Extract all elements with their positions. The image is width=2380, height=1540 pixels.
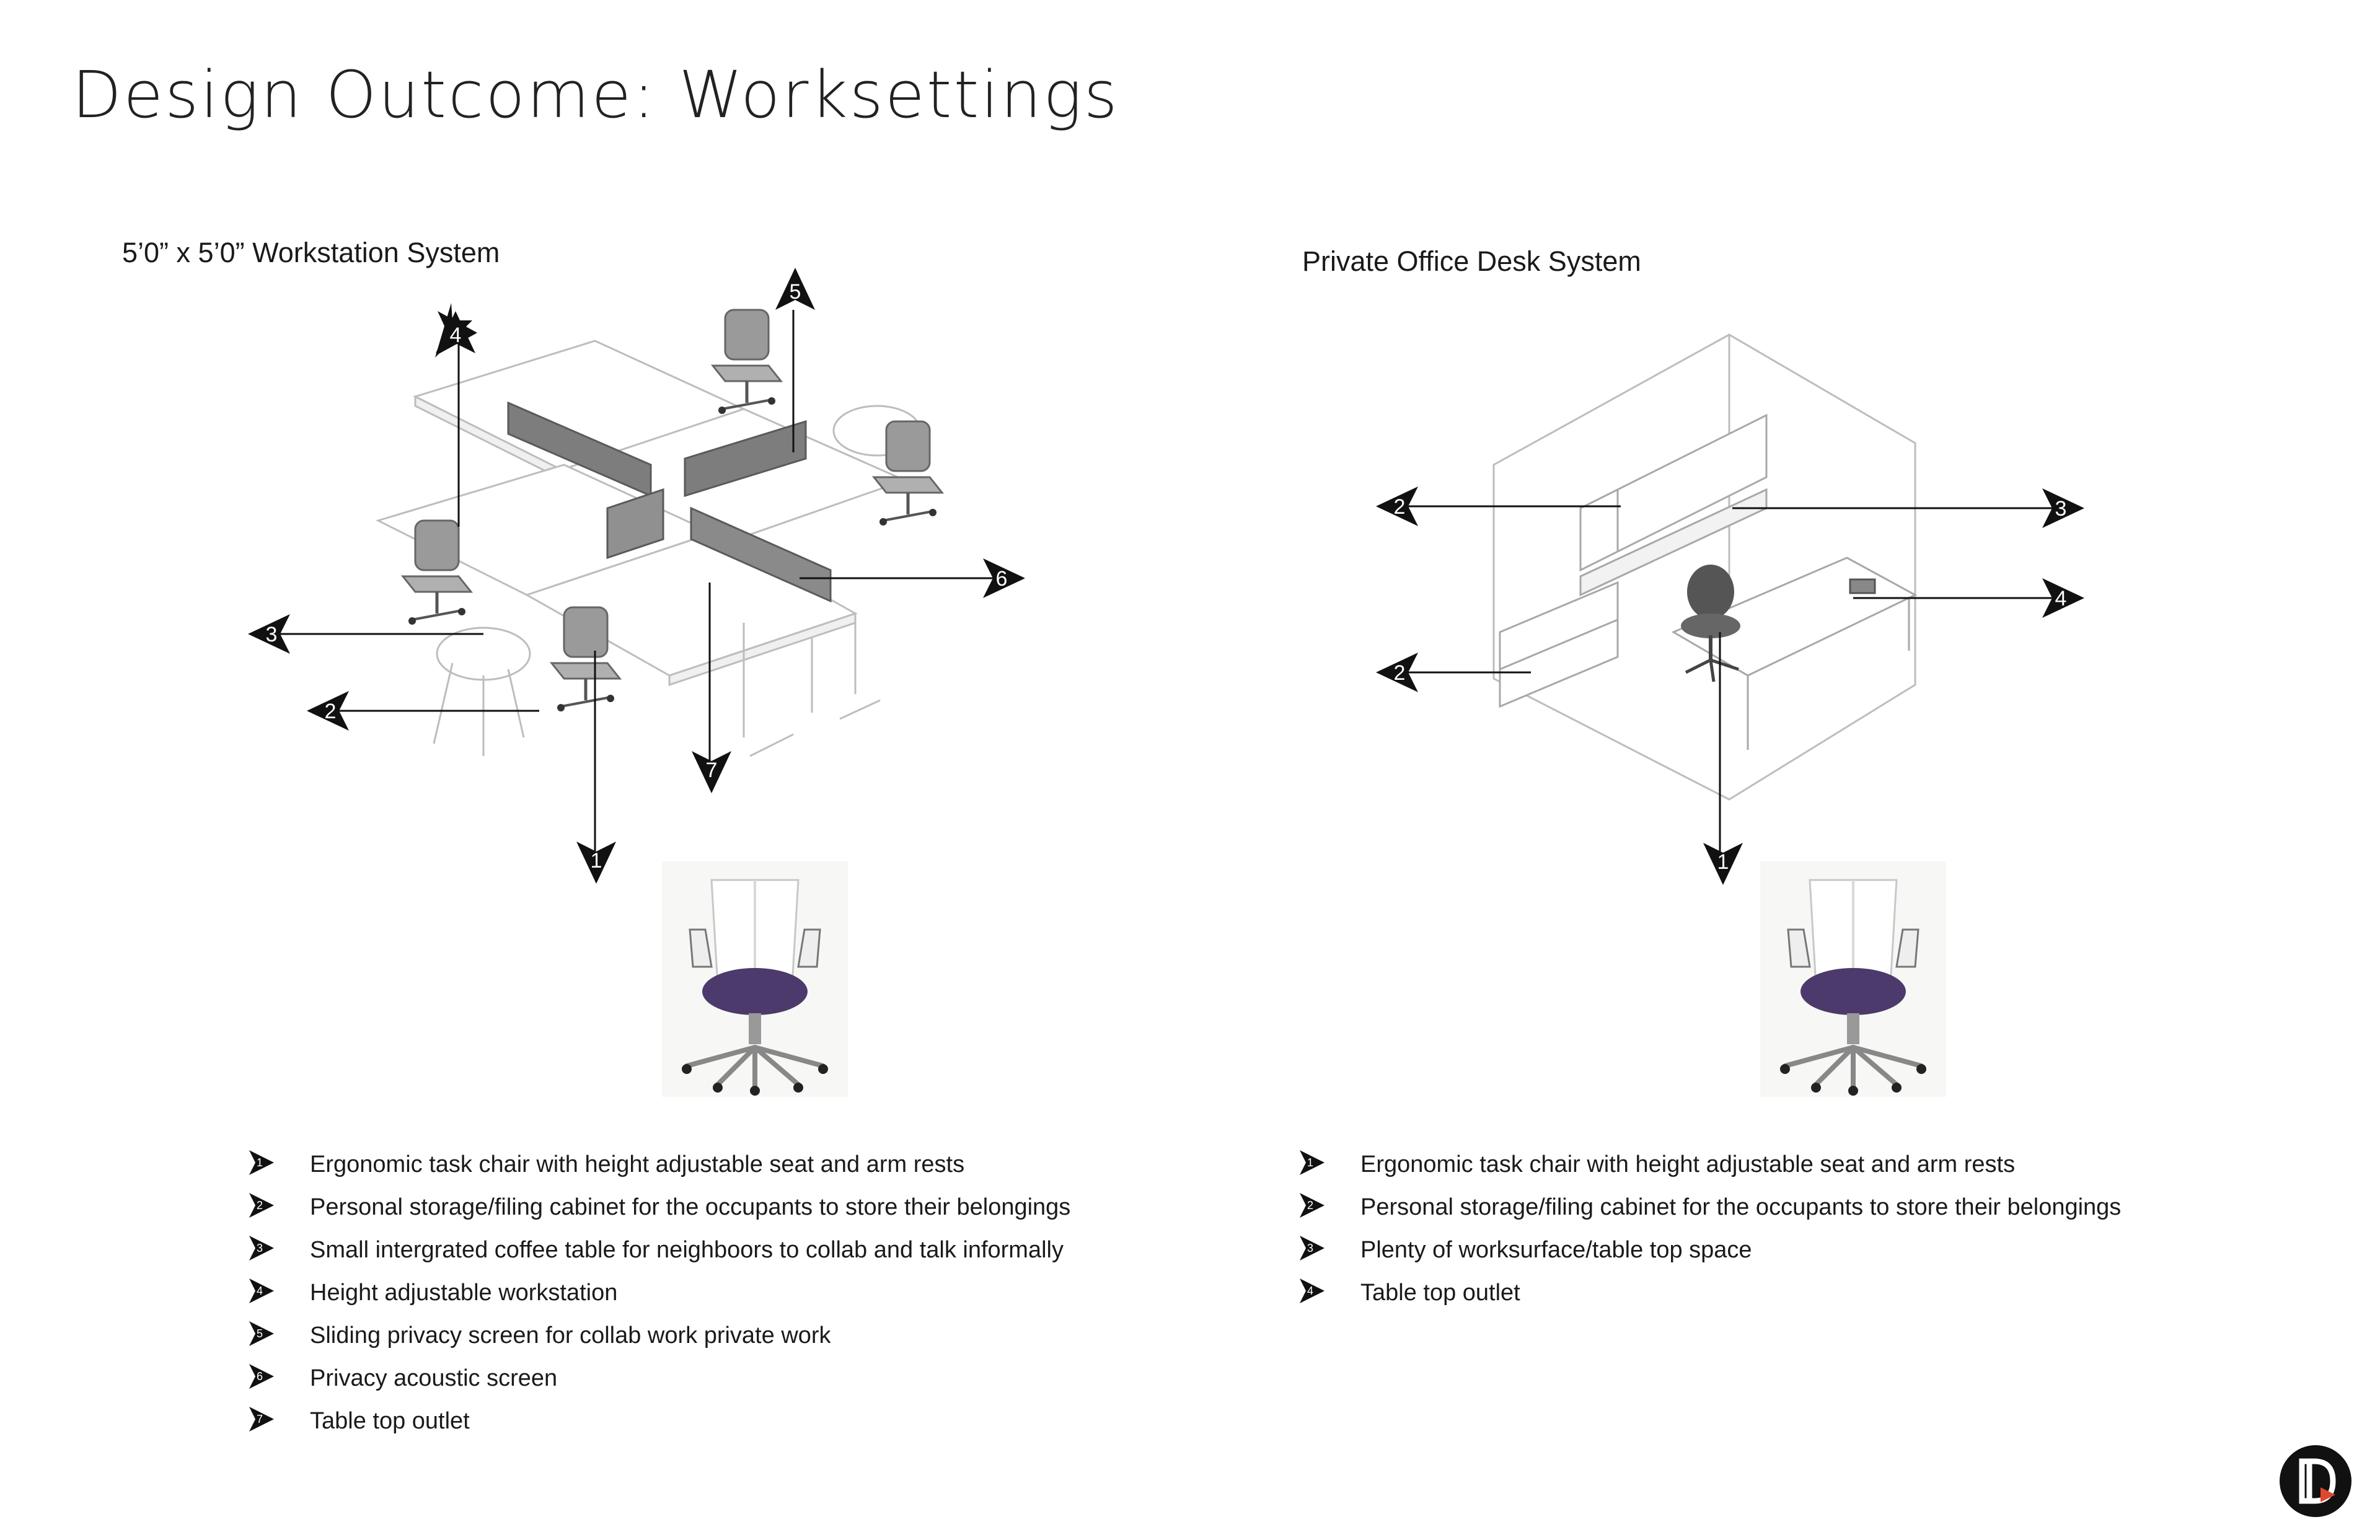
desk-units — [1499, 413, 1918, 750]
callout-3: 3 — [248, 614, 290, 654]
office-callout-1-label: 1 — [1717, 850, 1729, 874]
legend-number: 2 — [257, 1199, 263, 1212]
callout-3-label: 3 — [266, 623, 278, 646]
arrow-marker-icon: 1 — [1300, 1150, 1324, 1175]
arrow-marker-icon: 4 — [249, 1278, 274, 1303]
legend-label: Ergonomic task chair with height adjusta… — [1360, 1151, 2016, 1177]
task-chair-photo-2 — [1760, 861, 1946, 1097]
arrow-marker-icon: 3 — [1300, 1236, 1324, 1261]
legend-number: 3 — [1307, 1242, 1313, 1254]
office-callout-2a-label: 2 — [1394, 495, 1406, 519]
legend-number: 6 — [257, 1370, 263, 1383]
office-callout-3-label: 3 — [2055, 497, 2067, 521]
legend-label: Privacy acoustic screen — [310, 1365, 558, 1391]
callout-4: 4 — [436, 311, 475, 353]
office-callout-2b: 2 — [1376, 653, 1418, 692]
leader-lines — [1401, 505, 2058, 868]
legend-label: Height adjustable workstation — [310, 1280, 618, 1306]
legend-number: 5 — [257, 1327, 263, 1340]
office-callout-4-label: 4 — [2055, 587, 2067, 610]
callout-6-label: 6 — [996, 567, 1008, 591]
office-callout-1: 1 — [1703, 843, 1743, 885]
legend-number: 1 — [1307, 1156, 1313, 1169]
legend-number: 4 — [257, 1285, 263, 1297]
arrow-marker-icon: 2 — [249, 1193, 274, 1218]
arrow-marker-icon: 5 — [249, 1321, 274, 1346]
arrow-marker-icon: 2 — [1300, 1193, 1324, 1218]
legend-label: Personal storage/filing cabinet for the … — [310, 1194, 1071, 1220]
legend-number: 3 — [257, 1242, 263, 1254]
callout-1-label: 1 — [591, 849, 602, 873]
callout-5-label: 5 — [790, 280, 801, 304]
workstation-drawing: 4 5 3 2 1 7 6 — [248, 268, 1025, 1097]
office-chair — [1681, 565, 1740, 682]
callout-6: 6 — [983, 558, 1025, 598]
legend-number: 1 — [257, 1156, 263, 1169]
office-callout-2a: 2 — [1376, 486, 1418, 526]
callout-5: 5 — [775, 268, 815, 310]
legend-label: Personal storage/filing cabinet for the … — [1360, 1194, 2122, 1220]
legend-label: Small intergrated coffee table for neigh… — [310, 1237, 1064, 1263]
arrow-marker-icon: 6 — [249, 1364, 274, 1389]
brand-logo — [2280, 1445, 2351, 1517]
callout-7-label: 7 — [706, 759, 718, 782]
office-callout-3: 3 — [2042, 488, 2084, 528]
private-office-title: Private Office Desk System — [1302, 245, 1641, 277]
arrow-marker-icon: 3 — [249, 1236, 274, 1261]
legend-label: Table top outlet — [310, 1408, 470, 1434]
legend-label: Table top outlet — [1360, 1280, 1520, 1306]
office-callout-2b-label: 2 — [1394, 661, 1406, 685]
legend-number: 4 — [1307, 1285, 1313, 1297]
task-chair-photo — [662, 861, 848, 1097]
workstation-title: 5’0” x 5’0” Workstation System — [122, 237, 500, 268]
legend-label: Plenty of worksurface/table top space — [1360, 1237, 1752, 1263]
leader-lines — [273, 310, 998, 861]
arrow-marker-icon: 1 — [249, 1150, 274, 1175]
callout-2-label: 2 — [325, 700, 337, 723]
privacy-screens — [507, 401, 832, 603]
callout-7: 7 — [692, 751, 731, 793]
callout-4-label: 4 — [450, 323, 462, 347]
office-callout-4: 4 — [2042, 578, 2084, 618]
legend-label: Sliding privacy screen for collab work p… — [310, 1322, 831, 1349]
callout-2: 2 — [307, 691, 349, 731]
callout-1: 1 — [576, 842, 616, 884]
private-office-drawing: 2 3 2 4 1 — [1376, 333, 2084, 1097]
legend-number: 7 — [257, 1413, 263, 1425]
workstation-legend: 1 Ergonomic task chair with height adjust… — [248, 1146, 1178, 1444]
private-office-legend: 1 Ergonomic task chair with height adjust… — [1298, 1146, 2228, 1320]
legend-number: 2 — [1307, 1199, 1313, 1212]
arrow-marker-icon: 4 — [1300, 1278, 1324, 1303]
legend-label: Ergonomic task chair with height adjusta… — [310, 1151, 965, 1177]
arrow-marker-icon: 7 — [249, 1407, 274, 1432]
page-title: Design Outcome: Worksettings — [72, 57, 1119, 133]
